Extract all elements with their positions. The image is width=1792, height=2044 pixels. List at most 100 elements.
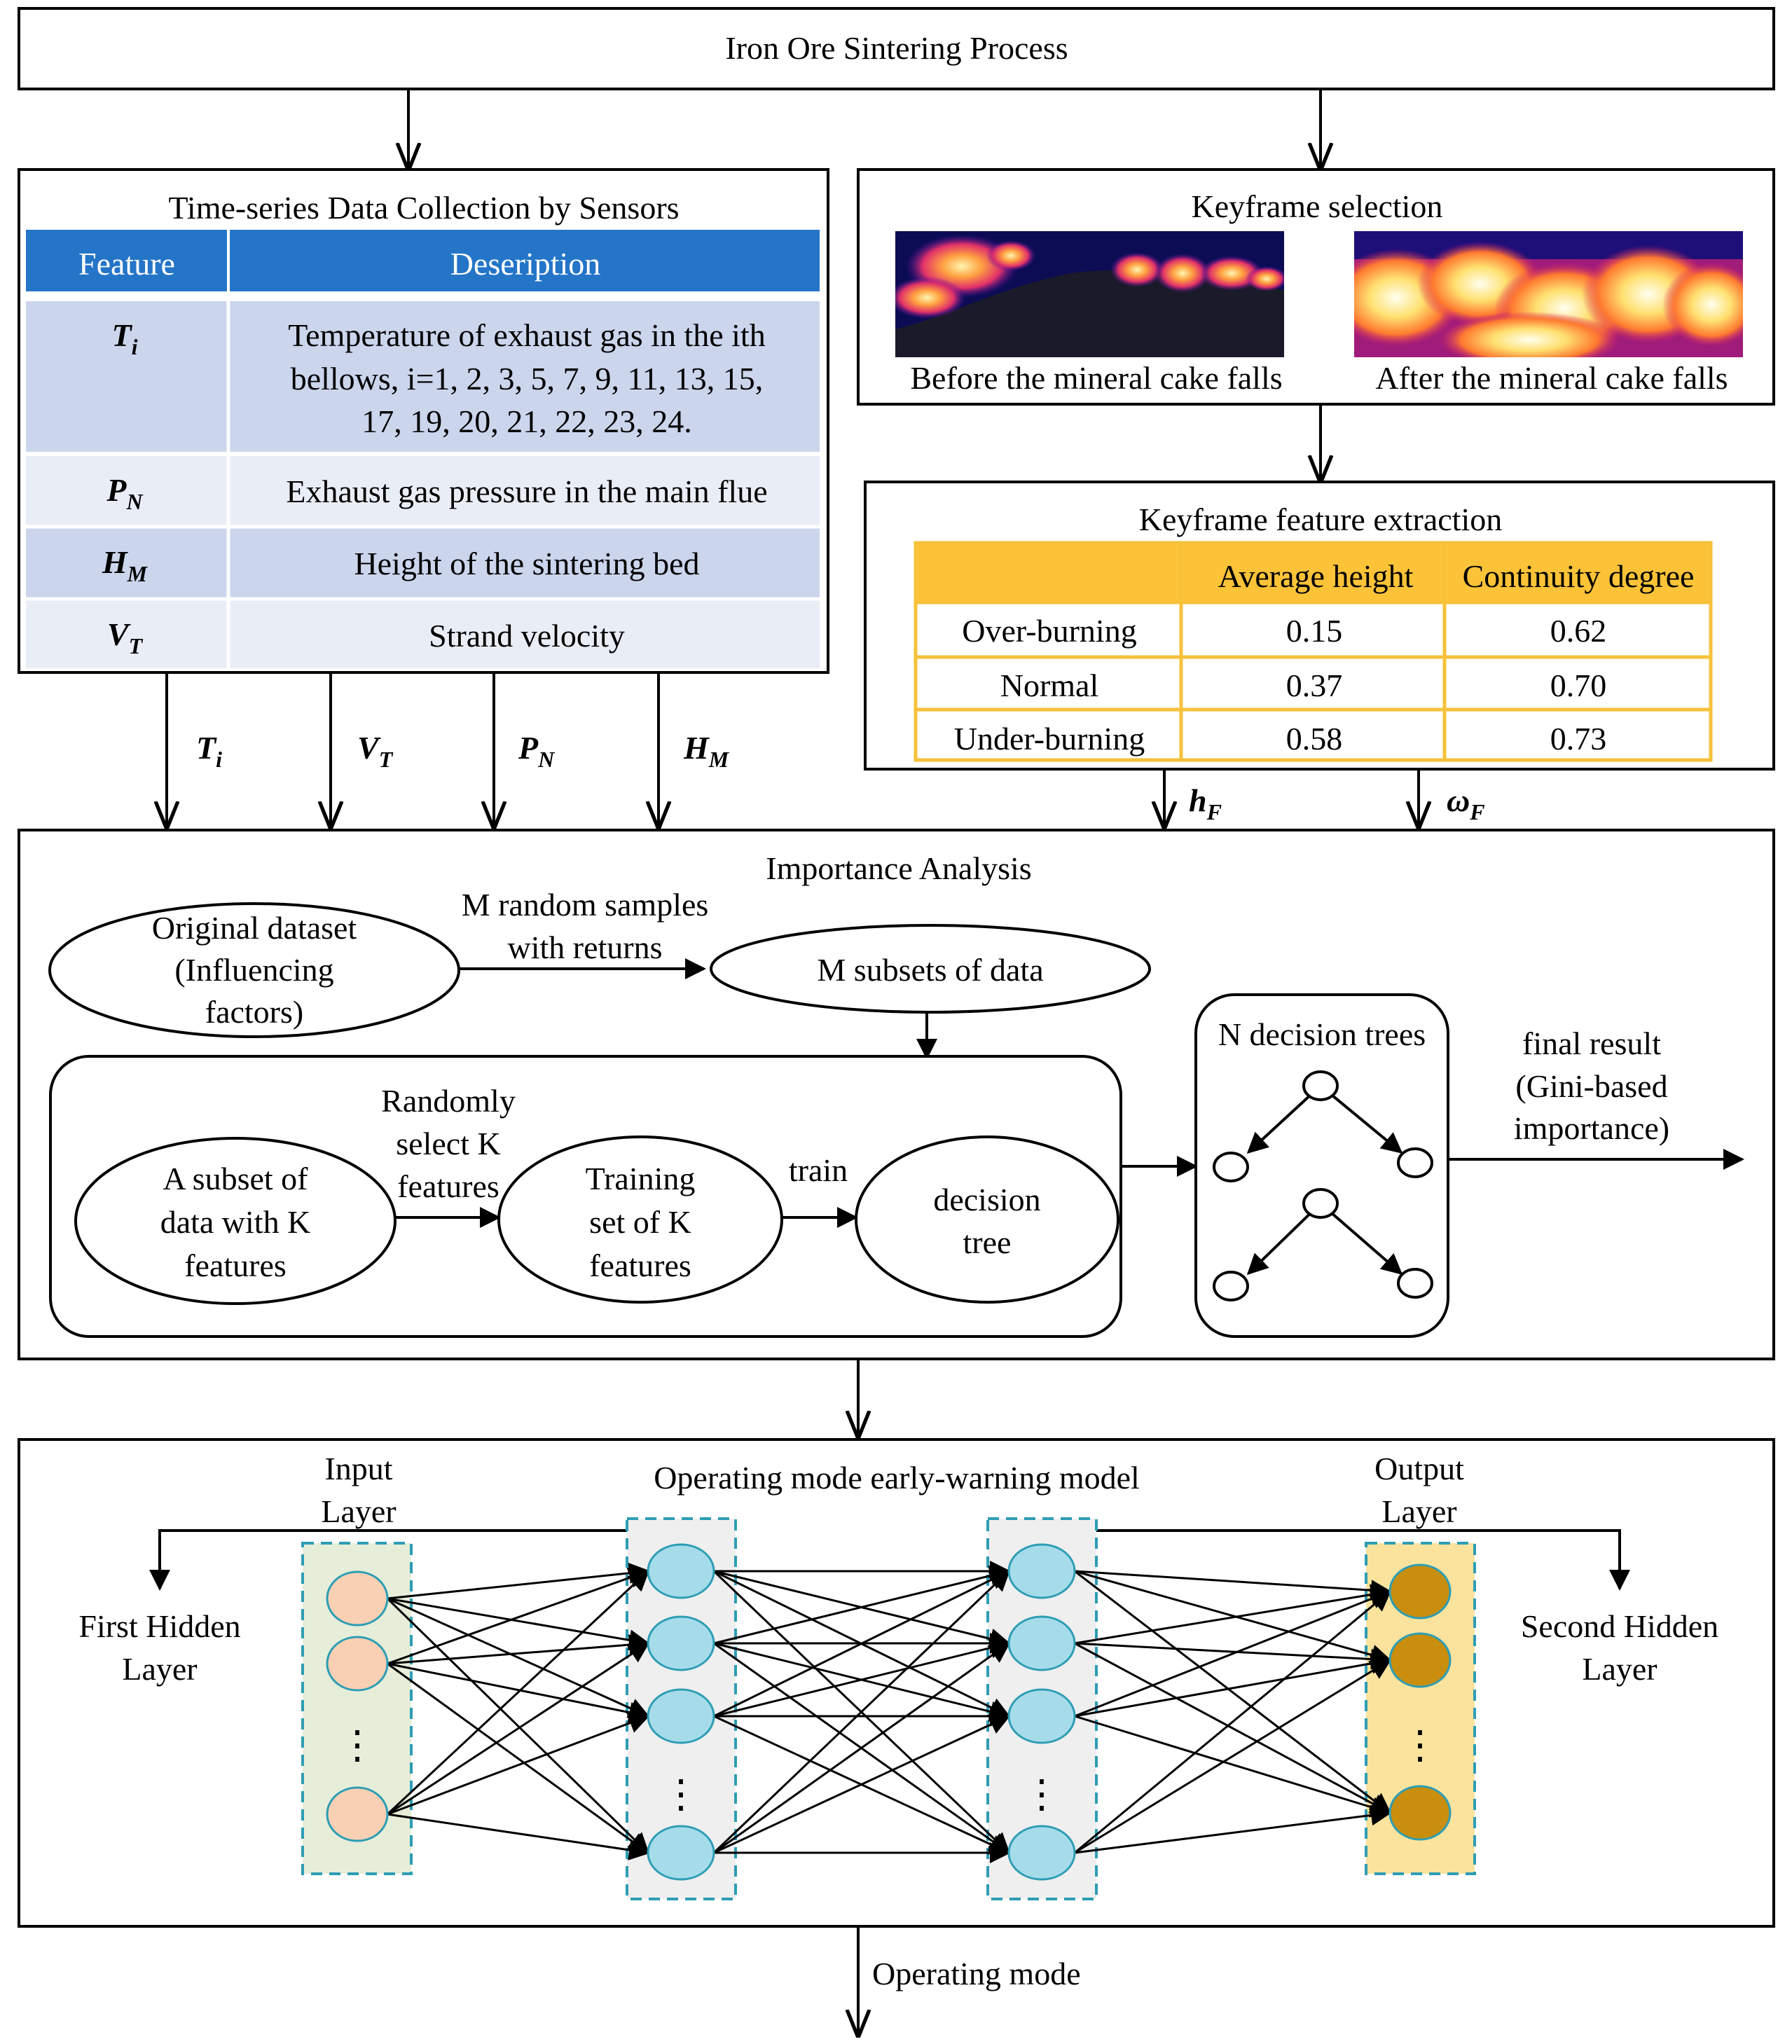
feature-row-label: Under-burning (954, 721, 1145, 757)
sensor-table-header (26, 230, 820, 291)
network-edge (387, 1642, 650, 1816)
tree-icon-2 (1213, 1188, 1433, 1301)
second-hidden-pointer (1093, 1529, 1630, 1591)
feature-cell: 0.70 (1550, 668, 1607, 703)
first-hidden-pointer (149, 1529, 627, 1591)
output-layer-line2: Layer (1381, 1493, 1456, 1529)
decision-tree-node (855, 1135, 1119, 1304)
input-neuron (326, 1570, 389, 1627)
training-set-node (497, 1135, 783, 1304)
network-edge (713, 1565, 1011, 1645)
first-hidden-line2: Layer (122, 1651, 197, 1687)
arrow-label-ti: Ti (196, 730, 222, 772)
feature-col-avg-height: Average height (1218, 558, 1414, 594)
output-neuron (1388, 1563, 1452, 1620)
feature-table-header (916, 543, 1711, 602)
network-edge (387, 1562, 650, 1600)
feature-extraction-panel: Keyframe feature extraction Average heig… (864, 481, 1775, 771)
final-result-line2: (Gini-based (1515, 1068, 1667, 1104)
feature-cell: 0.62 (1550, 613, 1607, 649)
subset-k-line1: A subset of (163, 1161, 309, 1196)
network-edge (387, 1567, 650, 1665)
network-connections (386, 1561, 1392, 1863)
sensor-row-3 (26, 528, 820, 598)
feature-cell: 0.37 (1286, 668, 1343, 703)
network-edge (1074, 1804, 1392, 1854)
first-hidden-line1: First Hidden (78, 1608, 240, 1644)
hidden2-neuron (1007, 1615, 1076, 1671)
hidden2-neuron (1007, 1825, 1076, 1881)
network-edge (1074, 1642, 1392, 1814)
desc-ti-line1: Temperature of exhaust gas in the ith (288, 317, 765, 353)
network-edge (1074, 1588, 1392, 1718)
decision-tree-line1: decision (933, 1182, 1040, 1217)
input-layer-line2: Layer (321, 1493, 396, 1529)
network-edge (1074, 1652, 1392, 1718)
decision-tree-line2: tree (963, 1224, 1012, 1260)
network-edge (1074, 1570, 1392, 1601)
subset-k-line2: data with K (160, 1204, 311, 1240)
feature-row-label: Over-burning (962, 613, 1136, 649)
before-label: Before the mineral cake falls (910, 360, 1282, 396)
original-dataset-line2: (Influencing (174, 952, 333, 988)
network-edge (387, 1713, 650, 1816)
training-set-line1: Training (586, 1161, 696, 1196)
original-dataset-line3: factors) (205, 994, 303, 1030)
arrow-label-wf: ωF (1447, 782, 1485, 824)
network-edge (713, 1714, 1011, 1854)
arrow-label-pn: PN (518, 730, 556, 772)
desc-vt: Strand velocity (429, 618, 625, 654)
sampling-label-line1: M random samples (462, 887, 709, 923)
feature-row-label: Normal (1000, 668, 1099, 703)
model-panel: Operating mode early-warning model Input… (18, 1438, 1775, 1928)
output-dots: ⋮ (1400, 1724, 1440, 1767)
network-edge (713, 1642, 1011, 1854)
process-title: Iron Ore Sintering Process (725, 30, 1068, 66)
input-neuron (326, 1786, 389, 1842)
feature-col-continuity: Continuity degree (1463, 558, 1695, 594)
desc-ti-line2: bellows, i=1, 2, 3, 5, 7, 9, 11, 13, 15, (291, 361, 764, 396)
arrow-label-hf: hF (1189, 782, 1222, 824)
original-dataset-line1: Original dataset (152, 910, 357, 946)
final-result-line3: importance) (1514, 1110, 1669, 1146)
process-title-box: Iron Ore Sintering Process (18, 7, 1775, 90)
subset-k-line3: features (184, 1248, 287, 1283)
network-edge (1074, 1570, 1392, 1814)
importance-panel: Importance Analysis Original dataset (In… (18, 829, 1775, 1360)
importance-title: Importance Analysis (766, 850, 1031, 886)
network-edge (387, 1813, 650, 1860)
tree-icon-1 (1213, 1070, 1433, 1182)
arrow-label-hm: HM (683, 730, 730, 772)
keyframe-selection-panel: Keyframe selection (857, 168, 1775, 406)
hidden2-dots: ⋮ (1022, 1773, 1061, 1816)
sensor-col-description: Deseription (450, 246, 601, 282)
network-edge (1074, 1715, 1392, 1818)
sensor-row-2 (26, 456, 820, 525)
network-edge (1074, 1590, 1392, 1854)
n-trees-label: N decision trees (1218, 1016, 1426, 1052)
training-set-line2: set of K (589, 1204, 691, 1240)
keyframe-selection-title: Keyframe selection (1192, 188, 1443, 224)
hidden1-neuron (647, 1543, 715, 1599)
feature-ti: Ti (112, 317, 138, 359)
network-edge (387, 1662, 650, 1723)
sensor-row-4 (26, 600, 820, 668)
hidden1-neuron (647, 1615, 715, 1671)
network-edge (386, 1597, 650, 1855)
output-neuron (1388, 1785, 1452, 1841)
network-edge (1074, 1570, 1392, 1666)
network-edge (387, 1597, 650, 1718)
subset-k-node (74, 1137, 397, 1305)
desc-pn: Exhaust gas pressure in the main flue (286, 474, 767, 509)
hidden2-neuron (1007, 1688, 1076, 1744)
network-edge (386, 1569, 650, 1816)
sampling-label-line2: with returns (507, 930, 662, 965)
second-hidden-line2: Layer (1582, 1651, 1657, 1687)
feature-cell: 0.15 (1286, 613, 1343, 649)
thermal-image-after (1354, 231, 1743, 357)
network-edge (1074, 1642, 1392, 1670)
sensor-panel: Time-series Data Collection by Sensors F… (18, 168, 829, 674)
hidden1-dots: ⋮ (661, 1773, 701, 1816)
feature-vt: VT (107, 616, 144, 658)
